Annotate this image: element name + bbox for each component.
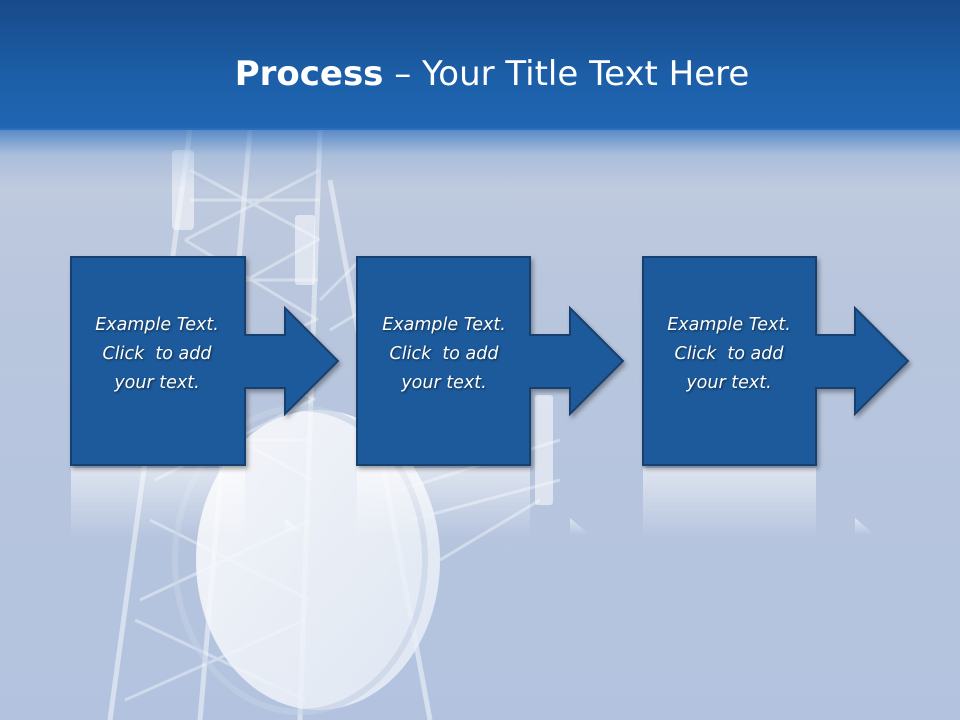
process-step-3-shape[interactable] [642,256,910,466]
process-step-3-text[interactable]: Example Text. Click to add your text. [644,311,814,398]
process-step-1-shape[interactable] [70,256,340,466]
step-1-line-1: Example Text. [95,315,219,335]
title-bar-fade [0,128,960,188]
step-1-line-2: Click to add [102,344,212,364]
step-2-line-1: Example Text. [382,315,506,335]
process-step-1-text[interactable]: Example Text. Click to add your text. [72,311,242,398]
step-3-line-3: your text. [686,373,772,393]
title-bold-text: Process [234,54,384,94]
process-step-2-text[interactable]: Example Text. Click to add your text. [359,311,529,398]
step-1-line-3: your text. [114,373,200,393]
step-2-line-2: Click to add [389,344,499,364]
title-rest-text: – Your Title Text Here [383,54,750,94]
step-3-line-2: Click to add [674,344,784,364]
process-step-2-shape[interactable] [356,256,625,466]
process-reflections [71,468,875,538]
title-bar [0,0,960,130]
step-3-line-1: Example Text. [667,315,791,335]
step-2-line-3: your text. [401,373,487,393]
slide-title[interactable]: Process – Your Title Text Here [0,52,960,96]
